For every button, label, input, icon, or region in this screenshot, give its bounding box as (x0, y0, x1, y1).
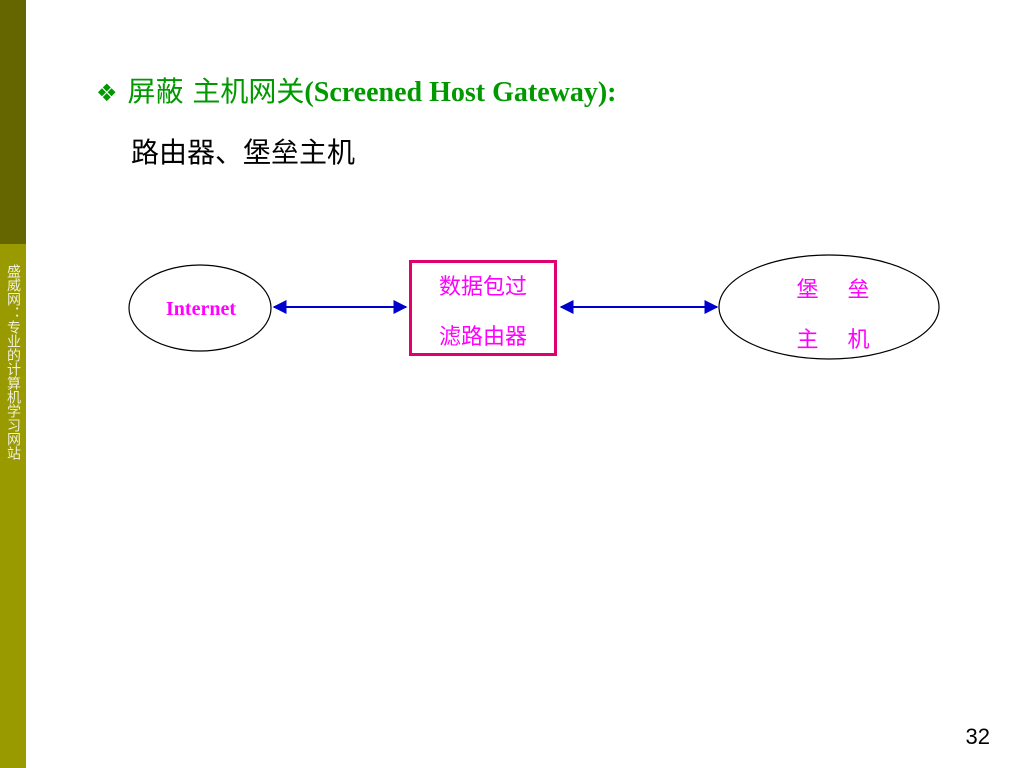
internet-node (128, 264, 272, 352)
bastion-host-label-line1: 堡 垒 (796, 278, 870, 303)
sidebar: 盛威网：专业的计算机学习网站 (0, 0, 26, 768)
sidebar-dark-band (0, 0, 26, 244)
slide-title-chinese: 屏蔽 主机网关 (127, 75, 305, 108)
sidebar-light-band (0, 244, 26, 768)
packet-filter-router-box: 数据包过 滤路由器 (409, 260, 557, 356)
bastion-host-node (718, 254, 940, 360)
bastion-host-label-line2: 主 机 (796, 328, 870, 353)
page-number: 32 (965, 724, 990, 749)
internet-label: Internet (166, 298, 236, 320)
router-label-line1: 数据包过 (438, 275, 527, 300)
sidebar-vertical-text: 盛威网：专业的计算机学习网站 (5, 264, 21, 460)
slide-title-english: (Screened Host Gateway): (304, 77, 617, 108)
slide-title: ❖ 屏蔽 主机网关(Screened Host Gateway): (96, 70, 617, 110)
slide-subtitle: 路由器、堡垒主机 (131, 136, 356, 169)
diamond-bullet-icon: ❖ (96, 79, 118, 107)
router-label-line2: 滤路由器 (438, 325, 527, 350)
